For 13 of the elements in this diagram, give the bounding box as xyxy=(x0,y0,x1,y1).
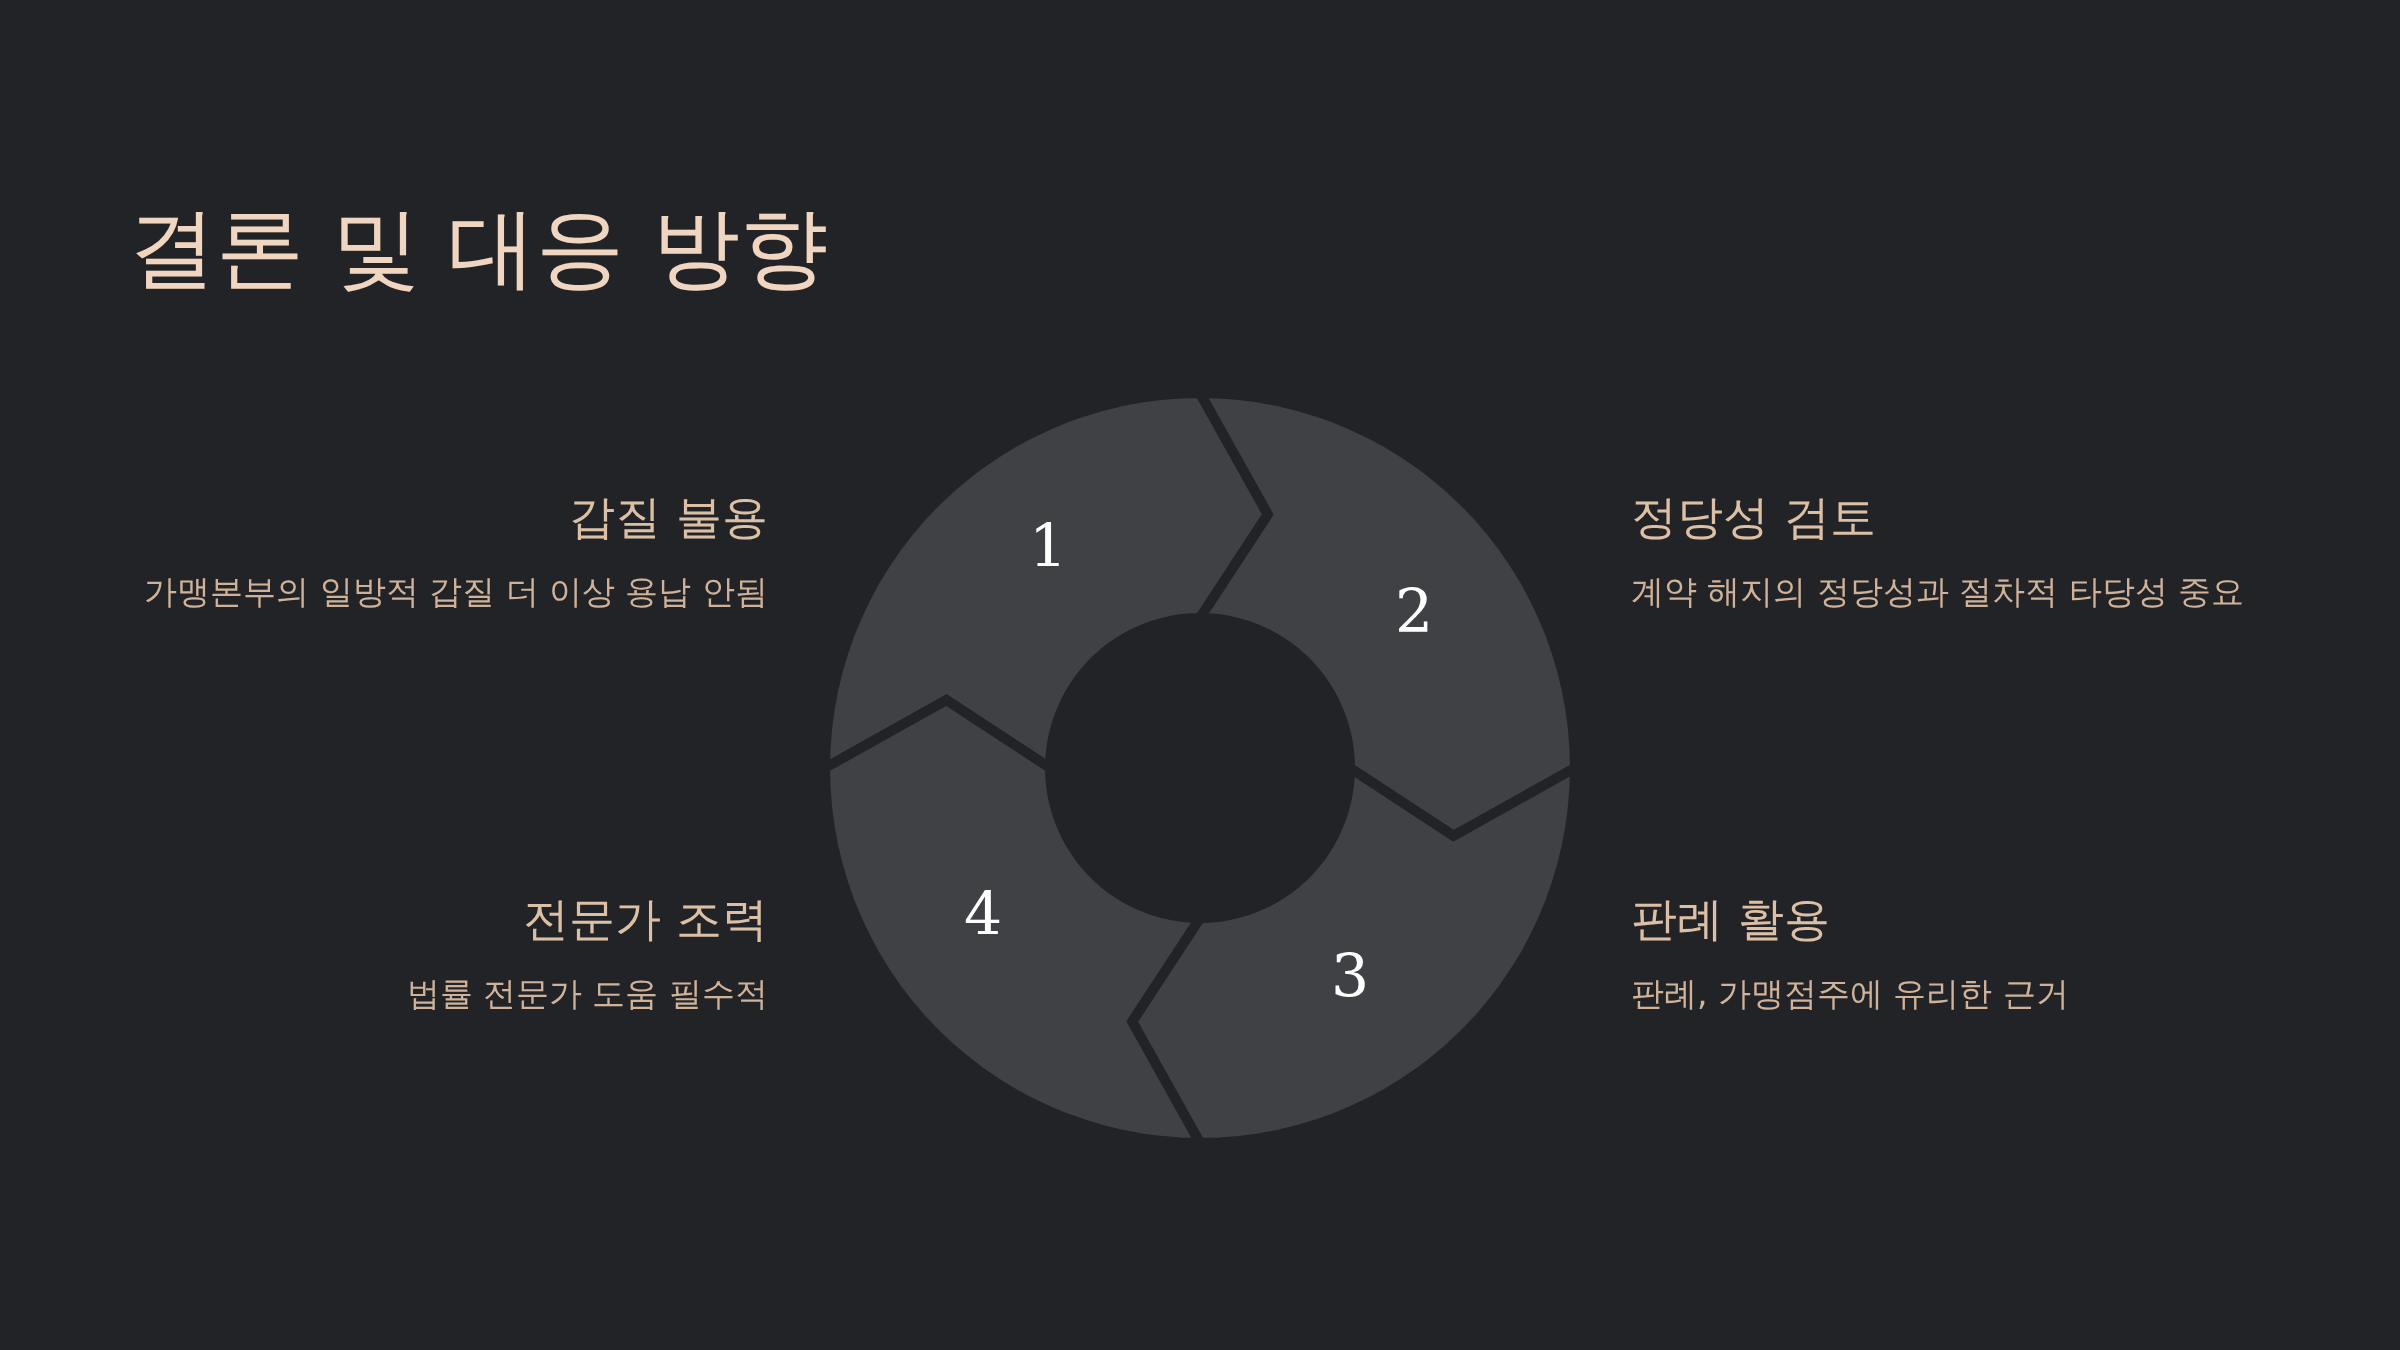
step-number: 3 xyxy=(1330,946,1370,1006)
step-description: 계약 해지의 정당성과 절차적 타당성 중요 xyxy=(1631,572,2245,612)
step-description: 판례, 가맹점주에 유리한 근거 xyxy=(1631,974,2069,1014)
step-description: 법률 전문가 도움 필수적 xyxy=(406,974,768,1014)
step-heading: 정당성 검토 xyxy=(1631,490,1876,546)
slide-title: 결론 및 대응 방향 xyxy=(128,200,828,297)
step-number: 4 xyxy=(963,884,1003,944)
step-heading: 판례 활용 xyxy=(1631,892,1830,948)
step-heading: 전문가 조력 xyxy=(523,892,768,948)
step-number: 1 xyxy=(1028,516,1068,576)
step-description: 가맹본부의 일방적 갑질 더 이상 용납 안됨 xyxy=(144,572,768,612)
step-heading: 갑질 불용 xyxy=(569,490,768,546)
step-number: 2 xyxy=(1394,581,1434,641)
